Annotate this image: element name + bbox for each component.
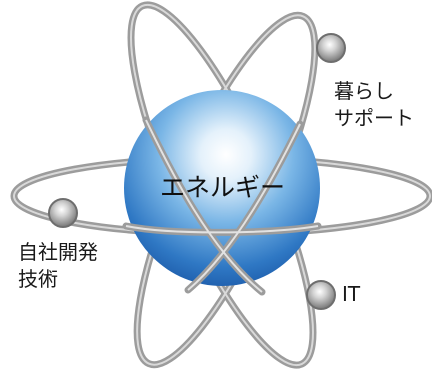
nucleus-sphere [124,90,320,286]
satellite-label-jisha: 自社開発 技術 [18,240,98,291]
satellite-label-kurashi: 暮らし サポート [334,79,414,130]
electron-it [306,280,336,310]
satellite-label-it: IT [342,282,361,306]
electron-jisha [48,198,78,228]
electron-kurashi [316,33,346,63]
center-label: エネルギー [160,173,286,202]
